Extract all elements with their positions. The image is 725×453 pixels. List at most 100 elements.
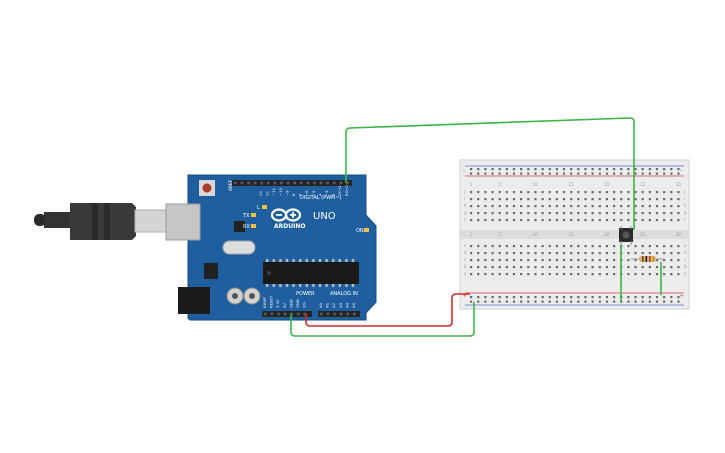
breadboard-hole[interactable] [484, 212, 487, 215]
breadboard-hole[interactable] [548, 296, 551, 299]
breadboard-hole[interactable] [577, 300, 580, 303]
breadboard-hole[interactable] [470, 198, 473, 201]
breadboard-hole[interactable] [491, 252, 494, 255]
breadboard-hole[interactable] [534, 198, 537, 201]
breadboard-hole[interactable] [484, 245, 487, 248]
breadboard-hole[interactable] [605, 300, 609, 303]
breadboard-hole[interactable] [512, 205, 516, 208]
breadboard-hole[interactable] [598, 168, 601, 171]
breadboard-hole[interactable] [677, 259, 680, 262]
breadboard-hole[interactable] [663, 191, 666, 194]
header-pin[interactable] [247, 181, 250, 185]
breadboard-hole[interactable] [505, 266, 508, 269]
breadboard-hole[interactable] [627, 219, 630, 222]
breadboard-hole[interactable] [527, 245, 530, 248]
breadboard-hole[interactable] [477, 205, 480, 208]
breadboard-hole[interactable] [570, 198, 573, 201]
breadboard-hole[interactable] [555, 168, 558, 171]
breadboard-hole[interactable] [491, 191, 494, 194]
breadboard-hole[interactable] [584, 245, 587, 248]
breadboard-hole[interactable] [663, 168, 666, 171]
breadboard-hole[interactable] [477, 266, 480, 269]
breadboard-hole[interactable] [648, 252, 651, 255]
breadboard-hole[interactable] [648, 245, 651, 248]
breadboard-hole[interactable] [584, 172, 587, 175]
breadboard-hole[interactable] [670, 205, 673, 208]
breadboard-hole[interactable] [498, 168, 501, 171]
breadboard-hole[interactable] [484, 172, 487, 175]
breadboard-hole[interactable] [584, 296, 587, 299]
breadboard-hole[interactable] [505, 259, 508, 262]
breadboard-hole[interactable] [634, 252, 637, 255]
breadboard-hole[interactable] [520, 191, 523, 194]
breadboard-hole[interactable] [627, 212, 630, 215]
breadboard-hole[interactable] [663, 245, 666, 248]
breadboard-hole[interactable] [655, 205, 659, 208]
breadboard-hole[interactable] [677, 252, 680, 255]
breadboard-hole[interactable] [577, 266, 580, 269]
breadboard-hole[interactable] [670, 252, 673, 255]
breadboard-hole[interactable] [470, 252, 473, 255]
breadboard-hole[interactable] [648, 300, 651, 303]
breadboard-hole[interactable] [670, 245, 673, 248]
breadboard-hole[interactable] [534, 252, 537, 255]
breadboard-hole[interactable] [627, 300, 630, 303]
breadboard-hole[interactable] [634, 205, 637, 208]
breadboard-hole[interactable] [627, 252, 630, 255]
breadboard-hole[interactable] [470, 191, 473, 194]
breadboard-hole[interactable] [591, 300, 594, 303]
breadboard-hole[interactable] [534, 296, 537, 299]
breadboard-hole[interactable] [613, 172, 616, 175]
header-pin[interactable] [320, 312, 323, 316]
breadboard-hole[interactable] [627, 296, 630, 299]
header-pin[interactable] [333, 181, 336, 185]
breadboard-hole[interactable] [677, 273, 680, 276]
breadboard-hole[interactable] [641, 205, 644, 208]
breadboard-hole[interactable] [591, 296, 594, 299]
breadboard-hole[interactable] [470, 296, 473, 299]
breadboard-hole[interactable] [648, 273, 651, 276]
resistor[interactable] [631, 256, 664, 262]
breadboard-hole[interactable] [534, 219, 537, 222]
breadboard-hole[interactable] [605, 172, 609, 175]
breadboard-hole[interactable] [663, 212, 666, 215]
breadboard-hole[interactable] [591, 212, 594, 215]
breadboard-hole[interactable] [648, 168, 651, 171]
breadboard-hole[interactable] [627, 259, 630, 262]
breadboard-hole[interactable] [534, 245, 537, 248]
breadboard-hole[interactable] [627, 266, 630, 269]
breadboard-hole[interactable] [548, 273, 551, 276]
breadboard-hole[interactable] [548, 172, 551, 175]
header-pin[interactable] [277, 312, 280, 316]
breadboard-hole[interactable] [641, 252, 644, 255]
breadboard-hole[interactable] [498, 273, 501, 276]
breadboard-hole[interactable] [663, 273, 666, 276]
breadboard-hole[interactable] [577, 191, 580, 194]
breadboard-hole[interactable] [562, 296, 566, 299]
breadboard-hole[interactable] [620, 205, 623, 208]
header-pin[interactable] [326, 312, 330, 316]
breadboard-hole[interactable] [584, 205, 587, 208]
breadboard-hole[interactable] [648, 266, 651, 269]
breadboard-hole[interactable] [584, 266, 587, 269]
breadboard-hole[interactable] [470, 172, 473, 175]
header-pin[interactable] [286, 181, 290, 185]
breadboard-hole[interactable] [520, 296, 523, 299]
breadboard-hole[interactable] [562, 172, 566, 175]
breadboard-hole[interactable] [648, 191, 651, 194]
breadboard-hole[interactable] [663, 205, 666, 208]
breadboard-hole[interactable] [598, 245, 601, 248]
breadboard-hole[interactable] [534, 205, 537, 208]
breadboard-hole[interactable] [505, 273, 508, 276]
breadboard-hole[interactable] [591, 191, 594, 194]
wires[interactable] [290, 117, 662, 337]
breadboard-hole[interactable] [520, 212, 523, 215]
header-pin[interactable] [293, 181, 296, 185]
breadboard-hole[interactable] [491, 266, 494, 269]
breadboard-hole[interactable] [598, 205, 601, 208]
header-pin[interactable] [303, 312, 307, 316]
breadboard-hole[interactable] [677, 191, 680, 194]
breadboard-hole[interactable] [470, 219, 473, 222]
breadboard-hole[interactable] [534, 300, 537, 303]
breadboard-hole[interactable] [555, 252, 558, 255]
